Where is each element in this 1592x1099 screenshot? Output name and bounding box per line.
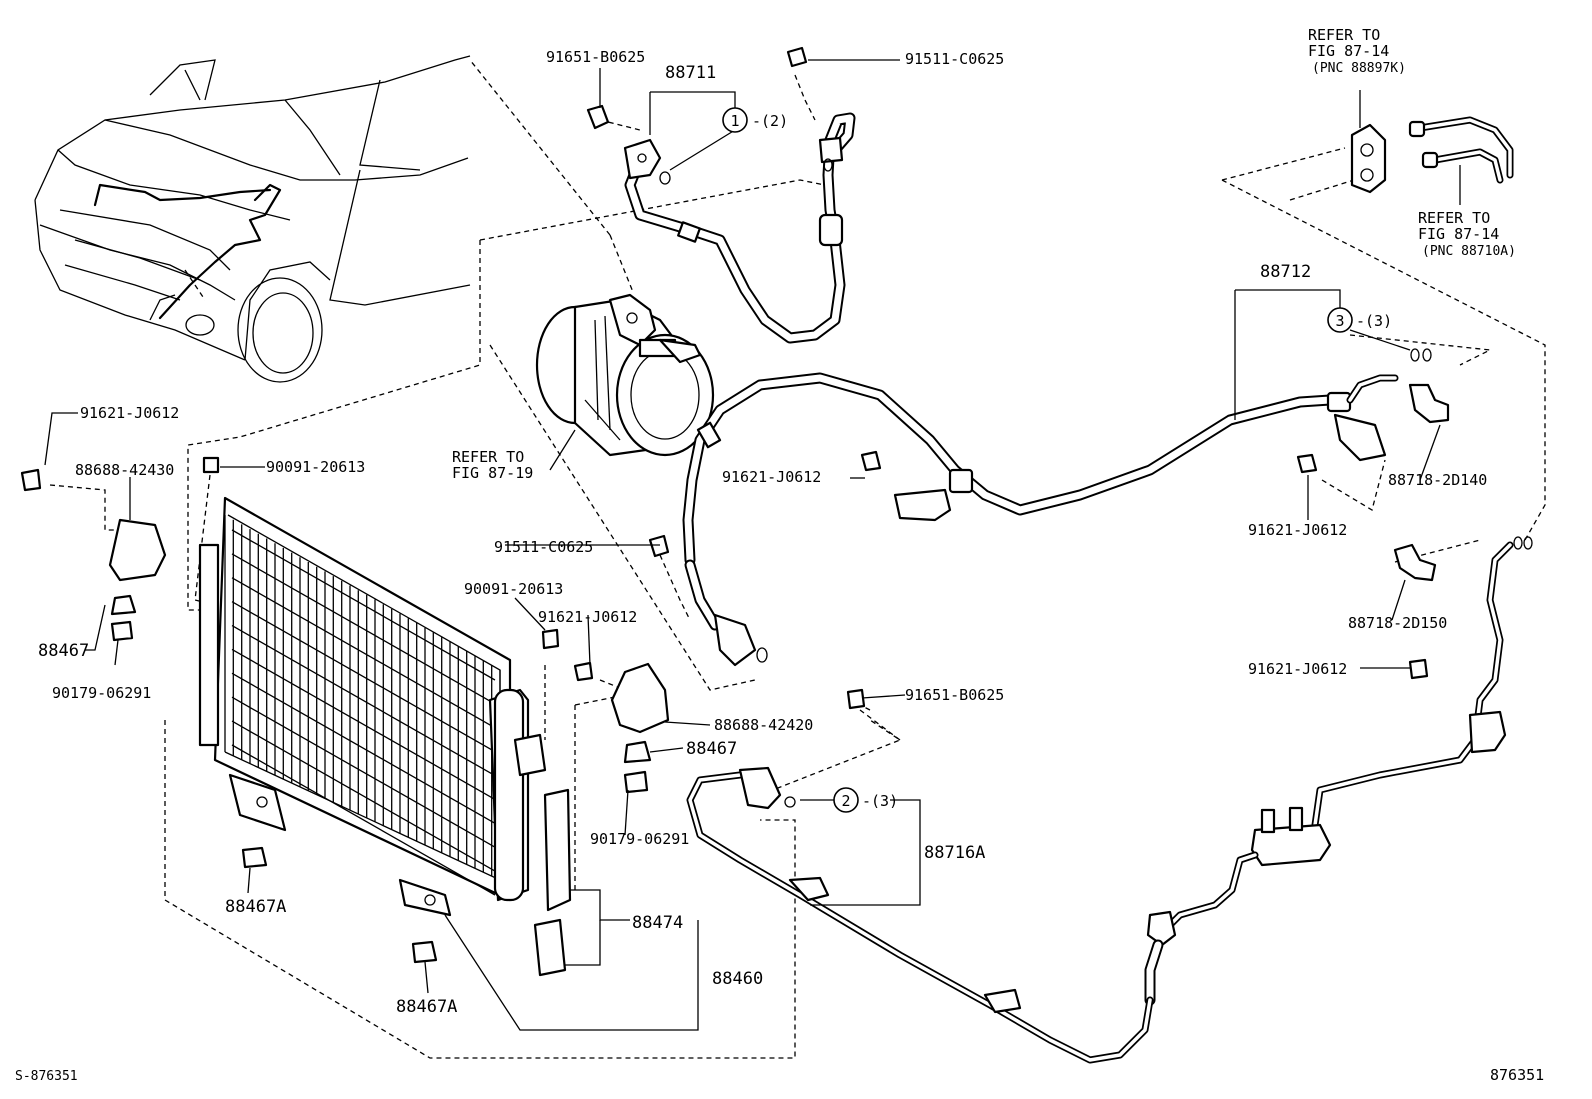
callout-1-number: 1 bbox=[730, 112, 739, 130]
discharge-hose-88712 bbox=[682, 348, 1450, 667]
label-refer-87-14-b-line1: REFER TO bbox=[1418, 209, 1490, 227]
label-callout-2-qty: -(3) bbox=[862, 792, 898, 810]
fitting-88710a bbox=[1408, 116, 1514, 184]
label-refer-87-14-a-line3: (PNC 88897K) bbox=[1312, 61, 1406, 76]
label-90091-20613-mid: 90091-20613 bbox=[464, 580, 563, 598]
footer-drawing-number-left: S-876351 bbox=[15, 1069, 78, 1084]
label-refer-87-14-b-line2: FIG 87-14 bbox=[1418, 225, 1499, 243]
small-parts bbox=[20, 46, 1461, 1031]
label-88712: 88712 bbox=[1260, 262, 1311, 282]
label-91651-b0625-top: 91651-B0625 bbox=[546, 48, 645, 66]
footer-drawing-number-right: 876351 bbox=[1490, 1066, 1544, 1084]
callout-2: 2 bbox=[833, 787, 859, 813]
label-91511-c0625-top: 91511-C0625 bbox=[905, 50, 1004, 68]
label-91621-j0612-right: 91621-J0612 bbox=[1248, 521, 1347, 539]
callout-3: 3 bbox=[1327, 307, 1353, 333]
label-88474: 88474 bbox=[632, 913, 683, 933]
label-88718-2d140: 88718-2D140 bbox=[1388, 471, 1487, 489]
label-88467-left: 88467 bbox=[38, 641, 89, 661]
label-refer-87-19-line2: FIG 87-19 bbox=[452, 464, 533, 482]
suction-hose-88711 bbox=[623, 112, 856, 344]
label-90179-06291-mid: 90179-06291 bbox=[590, 830, 689, 848]
label-88688-42430: 88688-42430 bbox=[75, 461, 174, 479]
label-90179-06291-left: 90179-06291 bbox=[52, 684, 151, 702]
label-90091-20613-left: 90091-20613 bbox=[266, 458, 365, 476]
callout-2-number: 2 bbox=[841, 792, 850, 810]
label-88460: 88460 bbox=[712, 969, 763, 989]
label-callout-3-qty: -(3) bbox=[1356, 312, 1392, 330]
label-88711: 88711 bbox=[665, 63, 716, 83]
label-88467a-top: 88467A bbox=[225, 897, 286, 917]
vehicle-sketch bbox=[34, 55, 471, 383]
condenser-assembly bbox=[108, 496, 547, 917]
label-91621-j0612-mid: 91621-J0612 bbox=[722, 468, 821, 486]
label-91651-b0625-mid: 91651-B0625 bbox=[905, 686, 1004, 704]
callout-1: 1 bbox=[722, 107, 748, 133]
label-refer-87-14-a-line2: FIG 87-14 bbox=[1308, 42, 1389, 60]
label-88688-42420: 88688-42420 bbox=[714, 716, 813, 734]
label-88716a: 88716A bbox=[924, 843, 985, 863]
fitting-88897k bbox=[1350, 123, 1387, 194]
label-91621-j0612-right2: 91621-J0612 bbox=[1248, 660, 1347, 678]
callout-3-number: 3 bbox=[1335, 312, 1344, 330]
label-callout-1-qty: -(2) bbox=[752, 112, 788, 130]
label-91511-c0625-mid: 91511-C0625 bbox=[494, 538, 593, 556]
label-refer-87-14-a-line1: REFER TO bbox=[1308, 26, 1380, 44]
liquid-pipe bbox=[686, 536, 1533, 1064]
label-91621-j0612-left: 91621-J0612 bbox=[80, 404, 179, 422]
label-88467-mid: 88467 bbox=[686, 739, 737, 759]
label-refer-87-19-line1: REFER TO bbox=[452, 448, 524, 466]
label-88467a-bottom: 88467A bbox=[396, 997, 457, 1017]
label-88718-2d150: 88718-2D150 bbox=[1348, 614, 1447, 632]
label-refer-87-14-b-line3: (PNC 88710A) bbox=[1422, 244, 1516, 259]
part-labels: 91651-B0625 88711 -(2) 91511-C0625 REFER… bbox=[15, 26, 1544, 1084]
ac-compressor bbox=[535, 293, 715, 457]
condenser-fins bbox=[224, 515, 501, 896]
label-91621-j0612-mid2: 91621-J0612 bbox=[538, 608, 637, 626]
